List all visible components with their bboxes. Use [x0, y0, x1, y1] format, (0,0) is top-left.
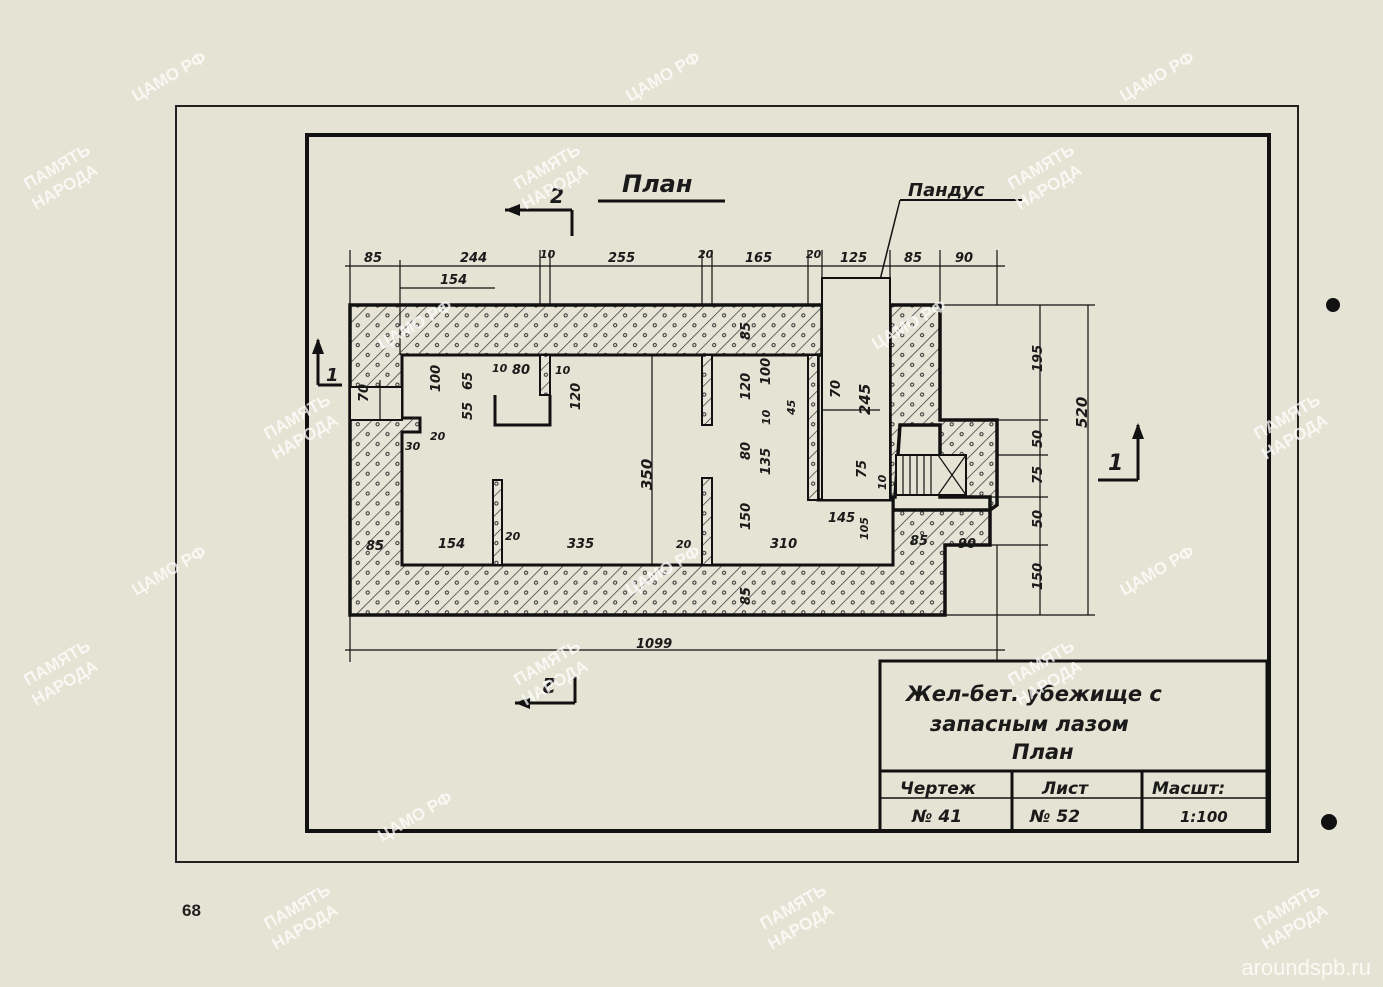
svg-text:50: 50 [1031, 430, 1046, 448]
svg-text:10: 10 [760, 409, 773, 425]
svg-text:150: 150 [1031, 563, 1046, 590]
section-marker-2-bottom: 2 [515, 673, 577, 709]
svg-text:1: 1 [1108, 451, 1123, 476]
svg-text:80: 80 [739, 442, 754, 460]
svg-text:135: 135 [759, 448, 774, 475]
sheet-label: Лист [1041, 779, 1089, 799]
svg-text:65: 65 [461, 372, 476, 390]
svg-text:100: 100 [759, 358, 774, 385]
svg-text:70: 70 [829, 380, 844, 398]
svg-text:120: 120 [569, 383, 584, 410]
svg-text:30: 30 [405, 440, 421, 453]
svg-text:335: 335 [567, 537, 594, 552]
drawing-number: № 41 [911, 807, 962, 827]
svg-text:310: 310 [770, 537, 797, 552]
svg-text:154: 154 [440, 273, 467, 288]
svg-text:70: 70 [357, 384, 372, 402]
svg-text:165: 165 [745, 251, 772, 266]
punch-hole [1321, 814, 1337, 830]
svg-text:125: 125 [840, 251, 867, 266]
inner-frame [305, 133, 1271, 833]
svg-text:85: 85 [739, 587, 754, 605]
svg-text:75: 75 [1031, 466, 1046, 484]
svg-text:90: 90 [958, 537, 976, 552]
page-number: 68 [182, 901, 201, 920]
scale-value: 1:100 [1180, 808, 1228, 826]
svg-text:105: 105 [858, 517, 871, 540]
svg-text:154: 154 [438, 537, 465, 552]
sheet-number: № 52 [1029, 807, 1080, 827]
site-watermark: aroundspb.ru [1241, 955, 1371, 980]
total-width: 1099 [636, 637, 672, 652]
title-block: Жел-бет. убежище с запасным лазом План Ч… [878, 659, 1269, 833]
svg-text:10: 10 [492, 362, 508, 375]
svg-text:85: 85 [366, 539, 384, 554]
title-line-2: запасным лазом [929, 712, 1129, 736]
bottom-row-dimensions: 85 154 20 335 20 310 85 90 1099 [366, 530, 976, 652]
outer-frame [175, 105, 1299, 863]
svg-text:50: 50 [1031, 510, 1046, 528]
section-marker-1-left: 1 [312, 338, 342, 387]
svg-text:120: 120 [739, 373, 754, 400]
svg-text:350: 350 [638, 459, 656, 490]
top-dimensions: 85 244 10 255 20 165 20 125 85 90 154 [364, 248, 973, 288]
svg-text:20: 20 [698, 248, 714, 261]
ramp-label: Пандус [908, 180, 985, 201]
svg-text:245: 245 [856, 384, 874, 415]
svg-text:10: 10 [540, 248, 556, 261]
svg-text:2: 2 [542, 673, 556, 697]
svg-text:100: 100 [429, 365, 444, 392]
svg-text:85: 85 [739, 322, 754, 340]
svg-text:195: 195 [1031, 345, 1046, 372]
svg-text:20: 20 [806, 248, 822, 261]
scale-label: Масшт: [1152, 779, 1225, 799]
svg-text:20: 20 [676, 538, 692, 551]
right-dimensions: 195 50 75 50 150 520 [1031, 345, 1091, 590]
drawing-label: Чертеж [900, 779, 977, 799]
total-height: 520 [1073, 397, 1091, 428]
plan-title: План [622, 170, 692, 198]
svg-text:45: 45 [785, 399, 798, 416]
svg-text:20: 20 [430, 430, 446, 443]
title-line-1: Жел-бет. убежище с [904, 682, 1162, 706]
svg-text:150: 150 [739, 503, 754, 530]
inner-dimensions: 70 100 65 55 10 80 10 120 30 20 350 120 … [357, 322, 889, 605]
section-marker-1-right: 1 [1098, 423, 1144, 482]
svg-text:10: 10 [555, 364, 571, 377]
svg-text:85: 85 [910, 534, 928, 549]
title-line-3: План [1012, 740, 1074, 764]
svg-text:2: 2 [550, 184, 564, 208]
section-marker-2-top: 2 [505, 184, 574, 236]
svg-text:90: 90 [955, 251, 973, 266]
svg-text:20: 20 [505, 530, 521, 543]
svg-text:85: 85 [904, 251, 922, 266]
punch-hole [1326, 298, 1340, 312]
svg-text:255: 255 [608, 251, 635, 266]
shelter-plan [348, 277, 999, 617]
dimension-lines [345, 250, 1095, 662]
svg-text:244: 244 [460, 251, 487, 266]
svg-text:10: 10 [876, 474, 889, 490]
svg-text:145: 145 [828, 511, 855, 526]
svg-text:1: 1 [326, 365, 339, 386]
svg-text:75: 75 [855, 460, 870, 478]
svg-text:80: 80 [512, 363, 530, 378]
svg-text:85: 85 [364, 251, 382, 266]
svg-text:55: 55 [461, 402, 476, 420]
